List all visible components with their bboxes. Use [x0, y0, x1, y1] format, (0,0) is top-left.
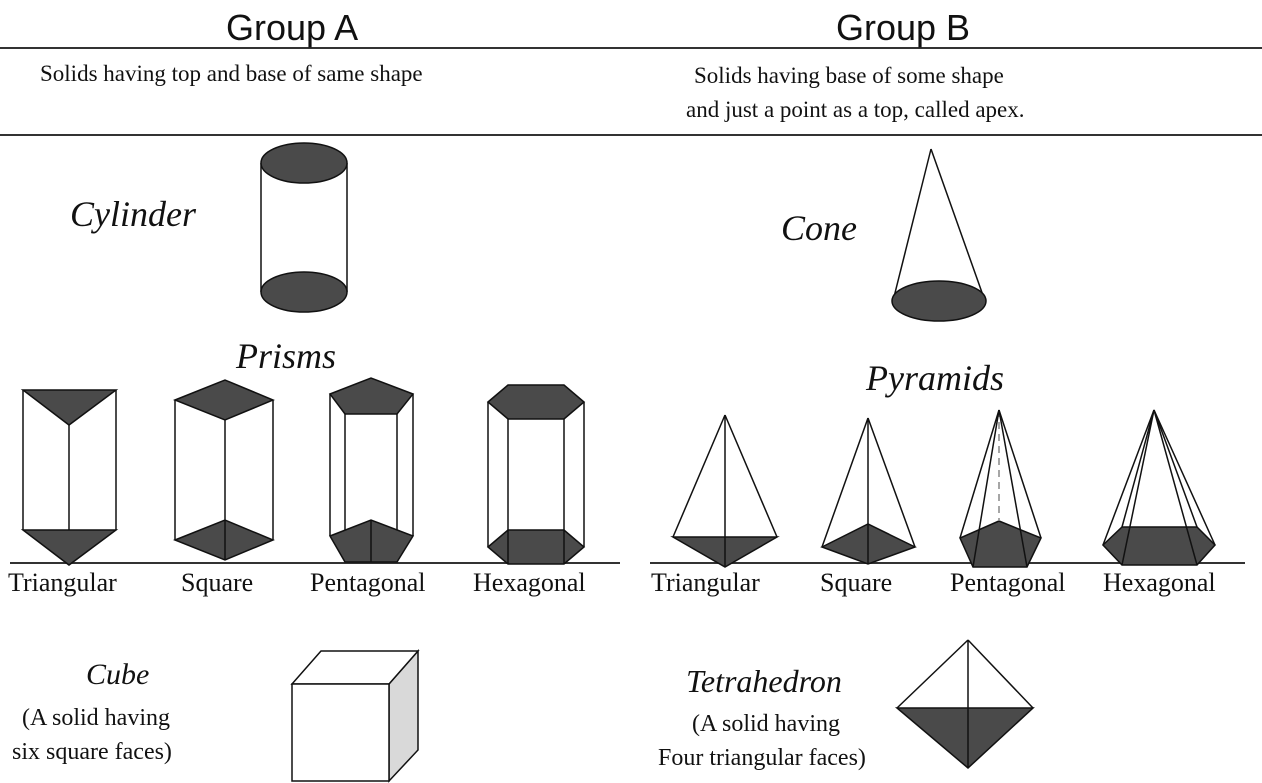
group-b-title: Group B: [836, 7, 971, 48]
tetrahedron-note-line1: (A solid having: [692, 711, 840, 737]
prism-caption-triangular: Triangular: [8, 568, 117, 597]
group-b-description-line2: and just a point as a top, called apex.: [686, 97, 1025, 122]
tetrahedron-figure: [894, 639, 1035, 770]
cone-label: Cone: [781, 208, 857, 248]
cylinder-label: Cylinder: [70, 194, 196, 234]
pyramid-caption-square: Square: [820, 568, 893, 597]
square-pyramid-figure: [820, 417, 917, 565]
cube-note-line2: six square faces): [12, 739, 172, 765]
cube-figure: [290, 649, 420, 783]
cube-note-line1: (A solid having: [22, 705, 170, 731]
cone-figure: [891, 148, 987, 322]
pyramid-caption-hexagonal: Hexagonal: [1103, 568, 1216, 597]
pyramids-label: Pyramids: [866, 358, 1004, 398]
hexagonal-prism-figure: [486, 384, 586, 565]
pyramid-caption-triangular: Triangular: [651, 568, 760, 597]
group-b-description-line1: Solids having base of some shape: [694, 63, 1004, 88]
square-prism-figure: [172, 379, 275, 561]
prism-caption-square: Square: [181, 568, 254, 597]
group-a-title: Group A: [226, 7, 359, 48]
prism-caption-pentagonal: Pentagonal: [310, 568, 426, 597]
cube-label: Cube: [86, 658, 150, 691]
prism-caption-hexagonal: Hexagonal: [473, 568, 586, 597]
tetrahedron-note-line2: Four triangular faces): [658, 745, 866, 771]
prisms-label: Prisms: [236, 336, 337, 376]
hexagonal-pyramid-figure: [1101, 409, 1217, 566]
cylinder-figure: [260, 142, 348, 313]
pentagonal-pyramid-figure: [959, 409, 1043, 568]
tetrahedron-label: Tetrahedron: [686, 663, 842, 699]
pyramid-caption-pentagonal: Pentagonal: [950, 568, 1066, 597]
group-a-description: Solids having top and base of same shape: [40, 61, 423, 86]
pentagonal-prism-figure: [328, 377, 415, 563]
triangular-pyramid-figure: [670, 414, 780, 568]
triangular-prism-figure: [20, 389, 119, 566]
